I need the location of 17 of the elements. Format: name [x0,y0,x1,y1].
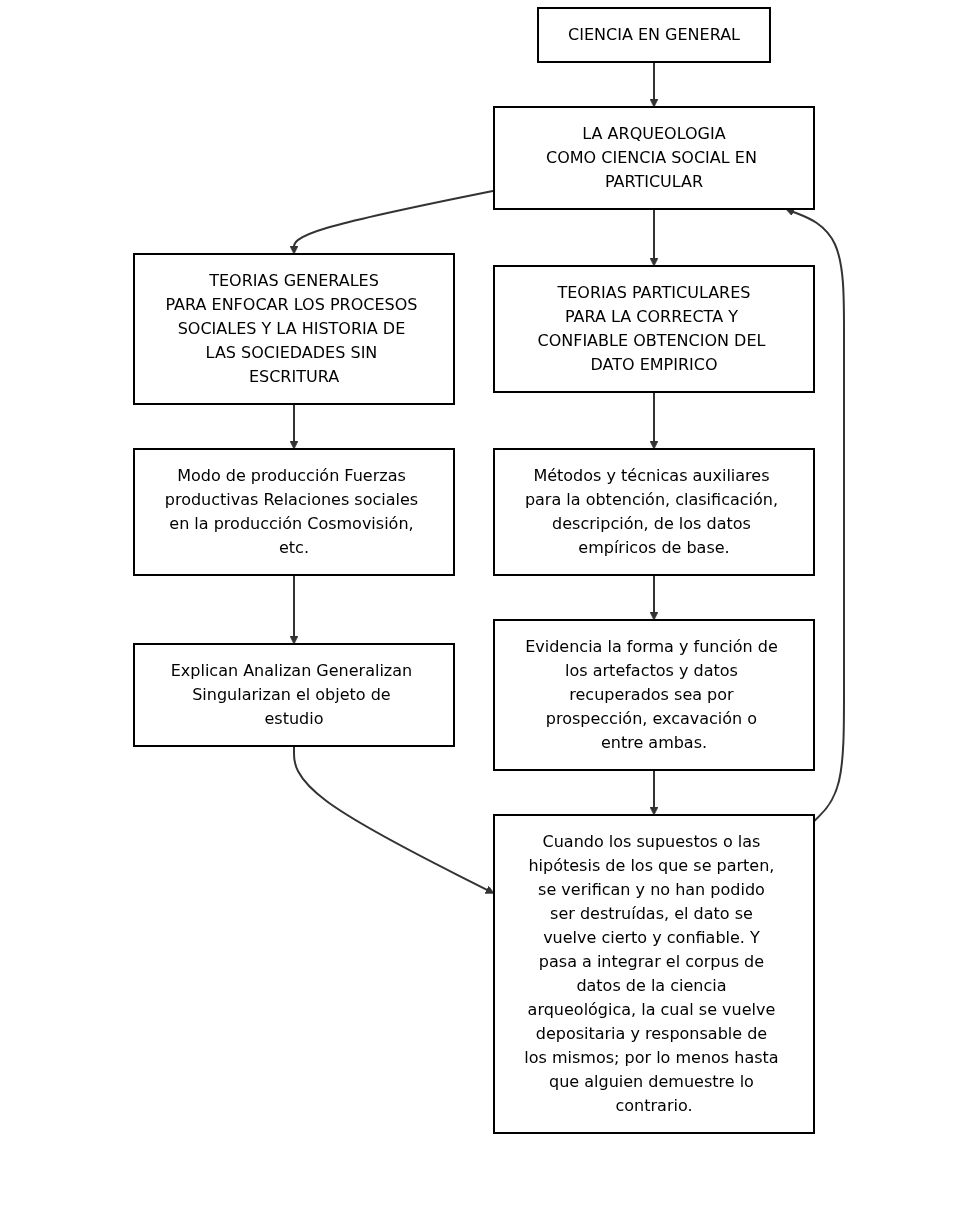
node-box: Métodos y técnicas auxiliares para la obtención, clasificación, descripción, de los datos empíricos de base. [492,448,815,576]
node-box: Cuando los supuestos o las hipótesis de los que se parten, se verifican y no han podido ser destruídas, el dato se vuelve cierto y confiable. Y pasa a integrar el corpus de datos de la ciencia arqueológica, la cual se vuelve depositaria y responsable de los mismos; por lo menos hasta que alguien demuestre lo contrario. [492,814,815,1134]
arrow [649,391,658,450]
node-box: Modo de producción Fuerzas productivas Relaciones sociales en la producción Cosmovisión, etc. [132,448,455,576]
arrow [649,574,658,621]
arrow [649,61,658,108]
node-box: CIENCIA EN GENERAL [536,7,771,63]
arrow [649,208,658,267]
arrow [289,574,298,645]
node-box: LA ARQUEOLOGIA COMO CIENCIA SOCIAL EN PARTICULAR [492,106,815,210]
arrow [292,745,494,894]
arrow [289,403,298,450]
arrow [649,769,658,816]
node-box: Explican Analizan Generalizan Singularizan el objeto de estudio [132,643,455,747]
node-box: Evidencia la forma y función de los artefactos y datos recuperados sea por prospección, excavación o entre ambas. [492,619,815,771]
node-box: TEORIAS PARTICULARES PARA LA CORRECTA Y CONFIABLE OBTENCION DEL DATO EMPIRICO [492,265,815,393]
node-box: TEORIAS GENERALES PARA ENFOCAR LOS PROCESOS SOCIALES Y LA HISTORIA DE LAS SOCIEDADES SIN ESCRITURA [132,253,455,405]
